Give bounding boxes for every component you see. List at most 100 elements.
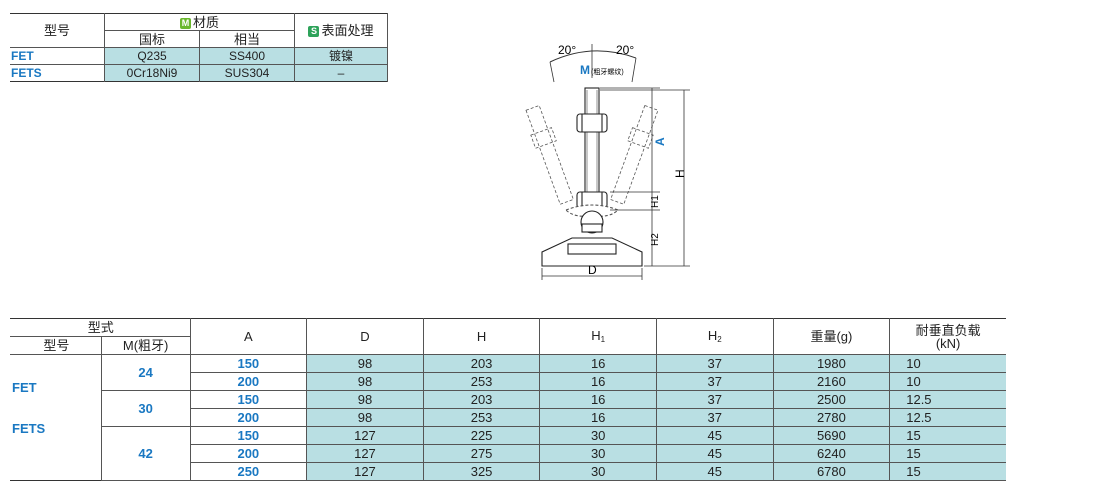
h2-cell: 45: [655, 426, 774, 445]
a-dimension-label: A: [653, 137, 667, 146]
a-cell: 150: [189, 390, 308, 409]
load-cell: 15: [889, 462, 1006, 481]
a-cell: 200: [189, 444, 308, 463]
standard-cell: 0Cr18Ni9: [104, 64, 200, 82]
a-cell: 150: [189, 426, 308, 445]
table-row: 250 127 325 30 45 6780 15: [10, 462, 1006, 481]
model-fets: FETS: [12, 420, 46, 436]
h-cell: 203: [422, 390, 541, 409]
h1-dimension-label: H1: [650, 195, 661, 208]
spec-table: 型式 A D H H1 H2 重量(g) 耐垂直负载(kN) 型号 M(粗牙) …: [10, 318, 1006, 481]
load-cell: 10: [889, 372, 1006, 391]
angle-left-label: 20°: [558, 43, 576, 57]
m-cell: 24: [100, 354, 191, 391]
d-cell: 127: [306, 462, 424, 481]
model-cell: FETS: [10, 64, 105, 82]
h2-cell: 37: [655, 354, 774, 373]
table-row: FET Q235 SS400 镀镍: [10, 47, 388, 65]
m-note: (粗牙螺纹): [591, 67, 624, 76]
h-cell: 225: [422, 426, 541, 445]
header-h: H: [422, 318, 541, 355]
h-dimension-label: H: [673, 169, 687, 178]
header-material-label: 材质: [192, 14, 219, 30]
leveling-foot-drawing: 20° 20° M (粗牙螺纹): [525, 43, 690, 280]
weight-cell: 2160: [772, 372, 891, 391]
h2-cell: 37: [655, 390, 774, 409]
header-load: 耐垂直负载(kN): [889, 318, 1006, 355]
table-row: 200 98 253 16 37 2780 12.5: [10, 408, 1006, 427]
header-h1: H1: [539, 318, 657, 355]
h-cell: 275: [422, 444, 541, 463]
load-cell: 12.5: [889, 408, 1006, 427]
h2-cell: 45: [655, 444, 774, 463]
d-cell: 98: [306, 372, 424, 391]
a-cell: 200: [189, 372, 308, 391]
base-pad: [541, 204, 643, 267]
m-label: M: [580, 63, 590, 77]
angle-right-label: 20°: [616, 43, 634, 57]
surface-cell: –: [294, 64, 388, 82]
d-cell: 127: [306, 444, 424, 463]
d-cell: 127: [306, 426, 424, 445]
weight-cell: 6240: [772, 444, 891, 463]
h-cell: 203: [422, 354, 541, 373]
model-cell: FET FETS: [10, 354, 102, 481]
tilted-bolt-left: [525, 104, 574, 205]
header-d: D: [306, 318, 424, 355]
standard-cell: Q235: [104, 47, 200, 65]
header-model: 型号: [10, 336, 102, 355]
h1-cell: 16: [539, 408, 657, 427]
h2-cell: 37: [655, 408, 774, 427]
material-mark-icon: M: [179, 17, 191, 29]
h1-cell: 30: [539, 462, 657, 481]
load-cell: 12.5: [889, 390, 1006, 409]
table-row: FET FETS 24 150 98 203 16 37 1980 10: [10, 354, 1006, 481]
main-bolt: [576, 87, 608, 209]
weight-cell: 2500: [772, 390, 891, 409]
header-model: 型号: [10, 13, 105, 48]
angle-arc: [549, 50, 637, 63]
weight-cell: 6780: [772, 462, 891, 481]
header-surface-label: 表面处理: [321, 23, 374, 38]
h-cell: 253: [422, 372, 541, 391]
surface-mark-icon: S: [308, 26, 320, 37]
h2-dimension-label: H2: [650, 233, 661, 246]
header-type: 型式: [10, 318, 191, 337]
weight-cell: 1980: [772, 354, 891, 373]
d-cell: 98: [306, 390, 424, 409]
h-cell: 325: [422, 462, 541, 481]
a-cell: 250: [189, 462, 308, 481]
d-cell: 98: [306, 354, 424, 373]
h1-cell: 30: [539, 444, 657, 463]
model-cell: FET: [10, 47, 105, 65]
h2-cell: 37: [655, 372, 774, 391]
h1-cell: 16: [539, 372, 657, 391]
dimension-lines: [541, 87, 690, 280]
m-cell: 30: [100, 390, 191, 427]
header-weight: 重量(g): [772, 318, 891, 355]
d-dimension-label: D: [588, 263, 597, 277]
h1-cell: 16: [539, 354, 657, 373]
a-cell: 150: [189, 354, 308, 373]
table-row: 200 98 253 16 37 2160 10: [10, 372, 1006, 391]
tilted-bolt-right: [610, 104, 659, 205]
equivalent-cell: SUS304: [199, 64, 295, 82]
model-fet: FET: [12, 379, 37, 395]
header-h2: H2: [655, 318, 774, 355]
h1-cell: 30: [539, 426, 657, 445]
load-cell: 15: [889, 444, 1006, 463]
equivalent-cell: SS400: [199, 47, 295, 65]
header-a: A: [189, 318, 308, 355]
header-standard: 国标: [104, 30, 200, 48]
a-cell: 200: [189, 408, 308, 427]
weight-cell: 2780: [772, 408, 891, 427]
header-m-coarse: M(粗牙): [100, 336, 191, 355]
load-cell: 15: [889, 426, 1006, 445]
load-cell: 10: [889, 354, 1006, 373]
h1-cell: 16: [539, 390, 657, 409]
h-cell: 253: [422, 408, 541, 427]
h2-cell: 45: [655, 462, 774, 481]
